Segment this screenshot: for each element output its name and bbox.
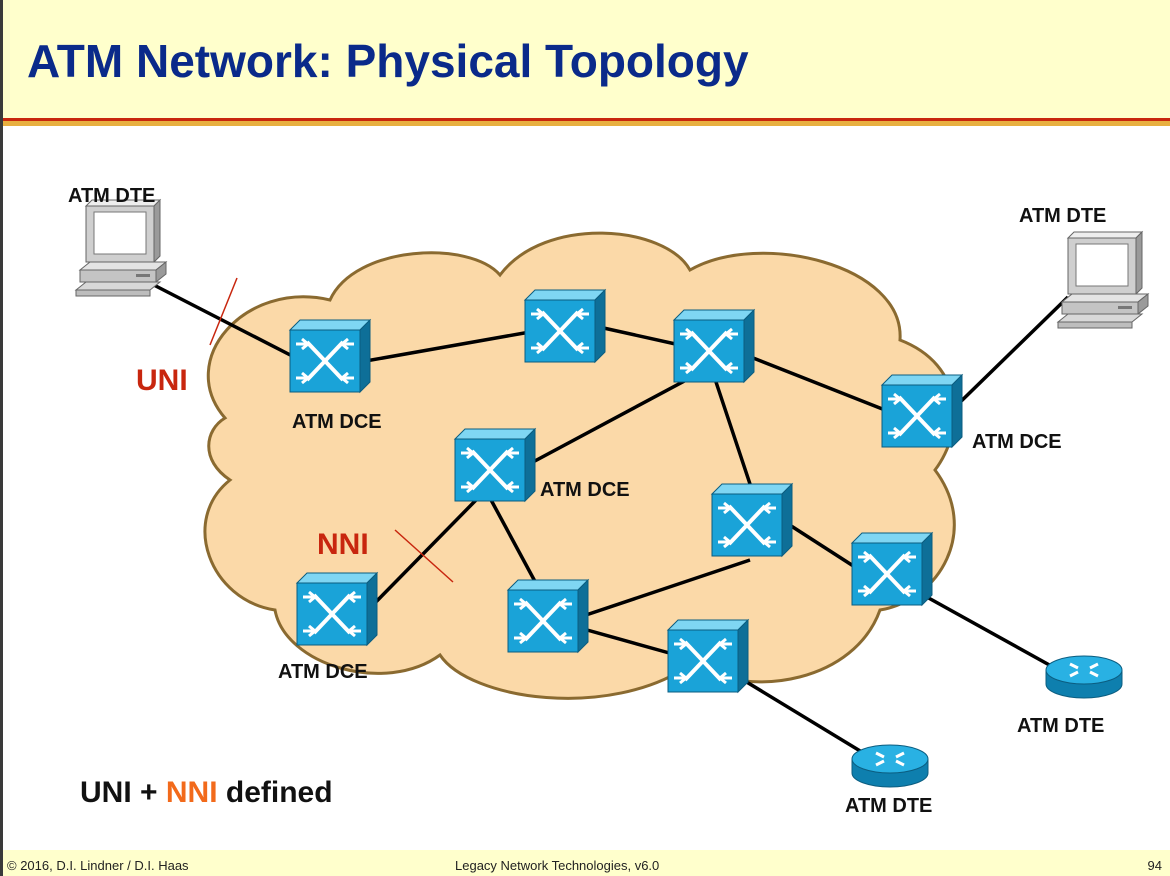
link-sw7-sw9 — [784, 520, 859, 571]
label-dce-right: ATM DCE — [972, 431, 1062, 453]
slide-title: ATM Network: Physical Topology — [27, 35, 749, 87]
slide-header: ATM Network: Physical Topology — [3, 0, 1170, 118]
atm-switch-icon — [850, 531, 934, 607]
footer-course: Legacy Network Technologies, v6.0 — [455, 858, 660, 873]
atm-switch-icon — [506, 578, 590, 654]
link-sw3-sw7 — [714, 381, 754, 491]
atm-network-cloud — [203, 231, 956, 700]
link-sw3-dce-right — [737, 350, 891, 414]
router-icon — [1044, 654, 1124, 700]
summary-note-part3: defined — [218, 776, 333, 809]
atm-switch-icon — [288, 318, 372, 394]
label-dce-left: ATM DCE — [292, 411, 382, 433]
atm-switch-icon — [295, 571, 379, 647]
workstation-icon — [75, 199, 167, 297]
label-dte-top-left: ATM DTE — [68, 185, 155, 207]
label-dte-bottom-right: ATM DTE — [1017, 715, 1104, 737]
nni-marker — [394, 529, 454, 583]
slide-footer: © 2016, D.I. Lindner / D.I. Haas Legacy … — [3, 850, 1170, 876]
link-dce1-sw2 — [359, 330, 531, 364]
footer-page-number: 94 — [1147, 858, 1162, 873]
summary-note-nni: NNI — [166, 776, 218, 809]
link-dce-right-dte2 — [948, 295, 1070, 414]
link-sw8-sw7 — [579, 558, 751, 619]
label-dte-bottom-center: ATM DTE — [845, 795, 932, 817]
atm-switch-icon — [666, 618, 750, 694]
link-sw10-dte4 — [739, 676, 876, 762]
uni-marker — [209, 277, 238, 346]
link-sw3-dce-center — [517, 376, 691, 472]
link-dce-center-dce-bl — [368, 496, 480, 610]
label-uni: UNI — [136, 364, 188, 397]
link-sw8-sw10 — [579, 626, 681, 658]
link-sw9-dte3 — [924, 594, 1063, 674]
footer-copyright: © 2016, D.I. Lindner / D.I. Haas — [7, 858, 189, 873]
atm-switch-icon — [523, 288, 607, 364]
header-divider-gold — [3, 121, 1170, 126]
slide-left-border — [0, 0, 3, 876]
summary-note: UNI + NNI defined — [80, 776, 333, 809]
network-links — [147, 280, 1070, 762]
label-dte-top-right: ATM DTE — [1019, 205, 1106, 227]
header-divider-red — [3, 118, 1170, 121]
router-icon — [850, 743, 930, 789]
workstation-icon — [1057, 231, 1149, 329]
label-dce-bottom-left: ATM DCE — [278, 661, 368, 683]
summary-note-part1: UNI + — [80, 776, 166, 809]
label-nni: NNI — [317, 528, 369, 561]
label-dce-center: ATM DCE — [540, 479, 630, 501]
atm-switch-icon — [672, 308, 756, 384]
atm-switch-icon — [453, 427, 537, 503]
atm-switch-icon — [880, 373, 964, 449]
atm-switch-icon — [710, 482, 794, 558]
link-dte1-dce1 — [147, 280, 301, 362]
